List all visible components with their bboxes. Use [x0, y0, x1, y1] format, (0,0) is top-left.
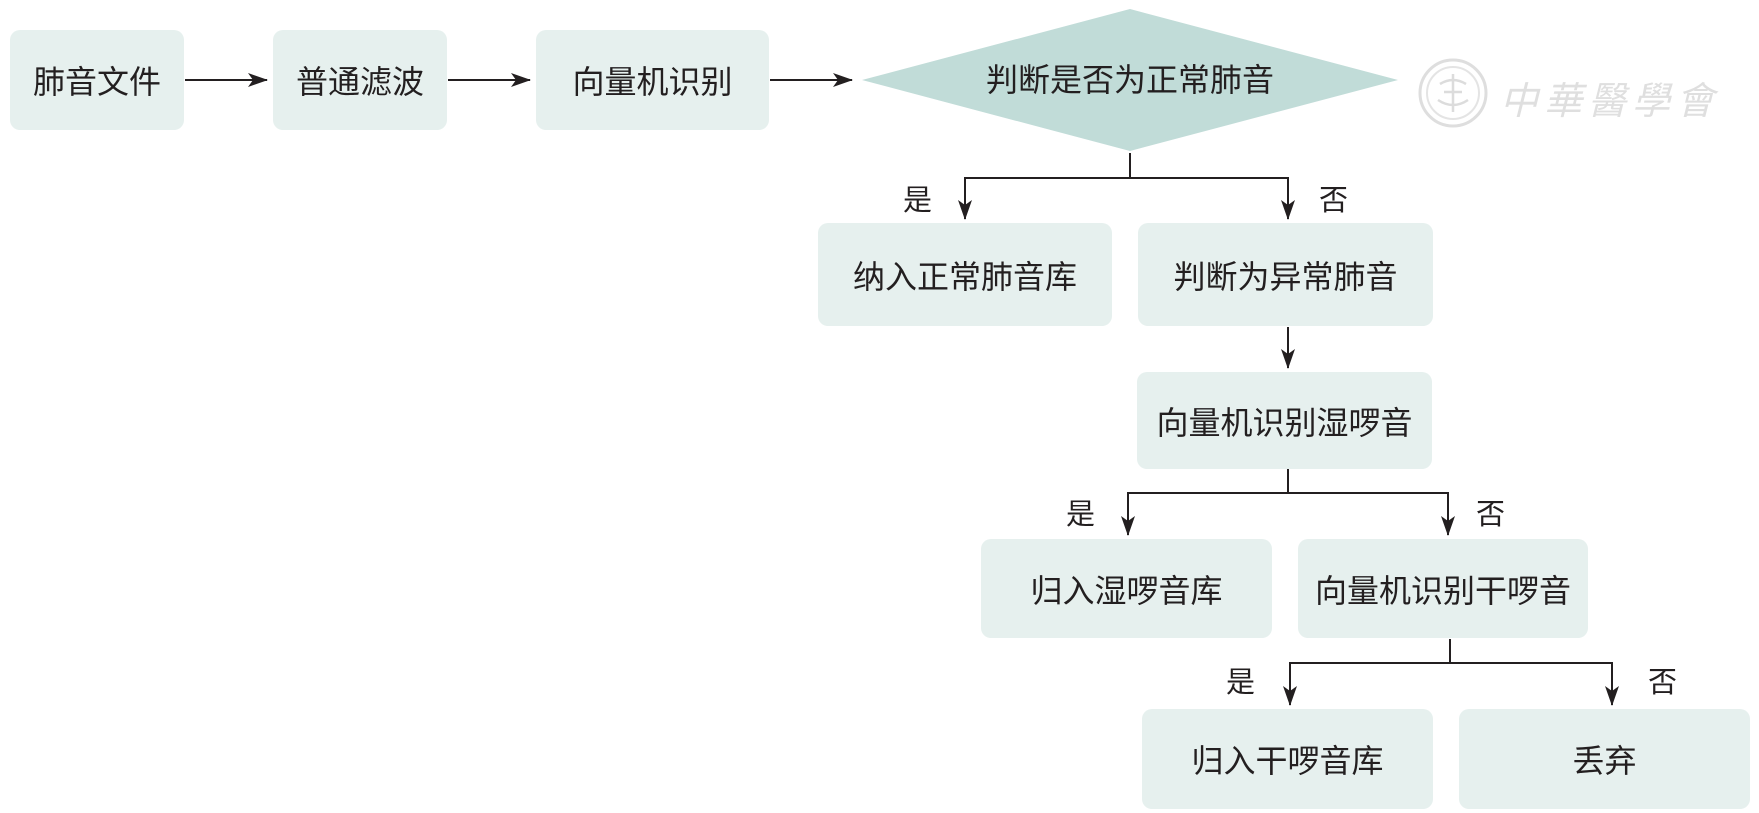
node-add-to-normal-library: 纳入正常肺音库: [818, 223, 1112, 326]
node-svm-dry-rales: 向量机识别干啰音: [1298, 539, 1588, 638]
label-yes-dry: 是: [1226, 665, 1256, 699]
watermark-text: 中華醫學會: [1500, 79, 1721, 123]
node-svm-recognize: 向量机识别: [536, 30, 769, 130]
branch-wet-yes: [1121, 468, 1289, 536]
label-no-normal: 否: [1319, 183, 1349, 217]
label-no-dry: 否: [1648, 665, 1678, 699]
decision-is-normal-text: 判断是否为正常肺音: [985, 61, 1274, 99]
branch-normal-no: [1130, 177, 1295, 220]
node-judged-abnormal: 判断为异常肺音: [1138, 223, 1433, 326]
branch-dry-no: [1450, 662, 1619, 706]
branch-wet-no: [1288, 492, 1455, 536]
label-yes-wet: 是: [1066, 497, 1096, 531]
label-yes-normal: 是: [903, 183, 933, 217]
node-discard: 丢弃: [1459, 709, 1750, 809]
label-no-wet: 否: [1476, 497, 1506, 531]
node-ordinary-filter: 普通滤波: [273, 30, 447, 130]
node-lung-sound-file: 肺音文件: [10, 30, 184, 130]
decision-diamond: [862, 9, 1398, 151]
node-file-to-wet-library: 归入湿啰音库: [981, 539, 1272, 638]
node-svm-wet-rales: 向量机识别湿啰音: [1137, 372, 1432, 469]
node-file-to-dry-library: 归入干啰音库: [1142, 709, 1433, 809]
branch-dry-yes: [1283, 639, 1451, 706]
watermark: 中華醫學會: [1416, 56, 1716, 130]
branch-normal-yes: [958, 153, 1131, 220]
cma-seal-icon: [1418, 58, 1488, 128]
